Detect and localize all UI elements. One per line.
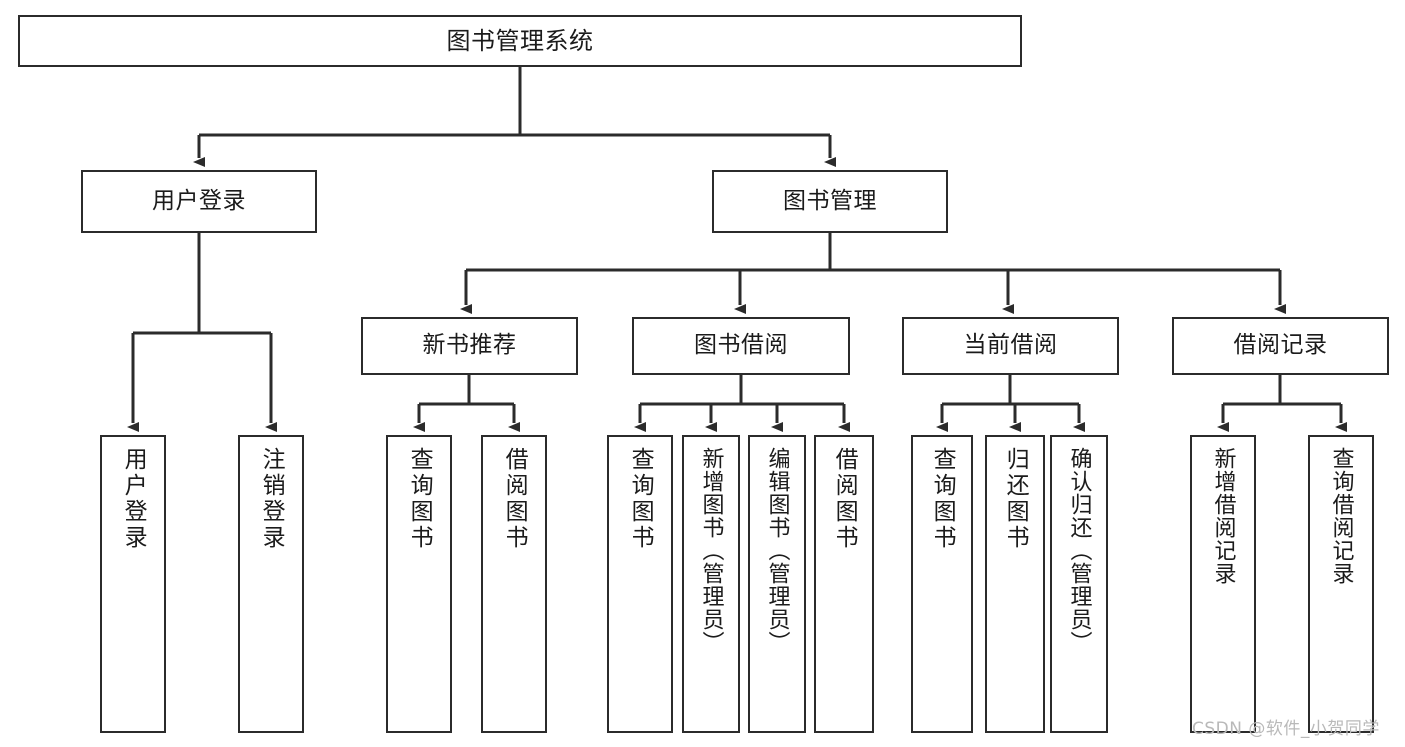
- node-label: 借阅记录: [1233, 332, 1328, 359]
- node-label: 归还图书: [1002, 447, 1029, 551]
- node-label: 新增借阅记录: [1210, 447, 1236, 585]
- node-label: 查询图书: [406, 447, 433, 551]
- node-label: 查询借阅记录: [1328, 447, 1354, 585]
- leaf-confirm-return-admin[interactable]: 确认归还（管理员）: [1050, 435, 1108, 733]
- node-label: 确认归还（管理员）: [1066, 447, 1092, 654]
- node-label: 新增图书（管理员）: [698, 447, 724, 654]
- node-label: 用户登录: [120, 447, 147, 551]
- node-book-management[interactable]: 图书管理: [712, 170, 948, 233]
- node-label: 当前借阅: [963, 332, 1058, 359]
- leaf-add-book-admin[interactable]: 新增图书（管理员）: [682, 435, 740, 733]
- leaf-query-book-current[interactable]: 查询图书: [911, 435, 973, 733]
- node-label: 编辑图书（管理员）: [764, 447, 790, 654]
- node-label: 新书推荐: [422, 332, 517, 359]
- leaf-query-book-new[interactable]: 查询图书: [386, 435, 452, 733]
- node-user-login[interactable]: 用户登录: [81, 170, 317, 233]
- node-label: 图书借阅: [694, 332, 788, 359]
- leaf-return-book[interactable]: 归还图书: [985, 435, 1045, 733]
- leaf-query-borrow-record[interactable]: 查询借阅记录: [1308, 435, 1374, 733]
- leaf-borrow-book[interactable]: 借阅图书: [814, 435, 874, 733]
- node-new-book-recommend[interactable]: 新书推荐: [361, 317, 578, 375]
- csdn-watermark: CSDN @软件_小贺同学: [1192, 719, 1380, 739]
- leaf-edit-book-admin[interactable]: 编辑图书（管理员）: [748, 435, 806, 733]
- node-label: 借阅图书: [831, 447, 858, 551]
- leaf-user-login[interactable]: 用户登录: [100, 435, 166, 733]
- node-label: 图书管理: [783, 187, 877, 214]
- node-borrow-record[interactable]: 借阅记录: [1172, 317, 1389, 375]
- leaf-query-book-borrow[interactable]: 查询图书: [607, 435, 673, 733]
- node-label: 注销登录: [258, 447, 285, 551]
- node-label: 查询图书: [929, 447, 956, 551]
- node-label: 借阅图书: [501, 447, 528, 551]
- node-root-system[interactable]: 图书管理系统: [18, 15, 1022, 67]
- leaf-add-borrow-record[interactable]: 新增借阅记录: [1190, 435, 1256, 733]
- node-label: 用户登录: [152, 187, 246, 214]
- node-label: 图书管理系统: [446, 26, 594, 55]
- node-current-borrow[interactable]: 当前借阅: [902, 317, 1119, 375]
- leaf-borrow-book-new[interactable]: 借阅图书: [481, 435, 547, 733]
- node-label: 查询图书: [627, 447, 654, 551]
- node-book-borrow[interactable]: 图书借阅: [632, 317, 850, 375]
- leaf-logout[interactable]: 注销登录: [238, 435, 304, 733]
